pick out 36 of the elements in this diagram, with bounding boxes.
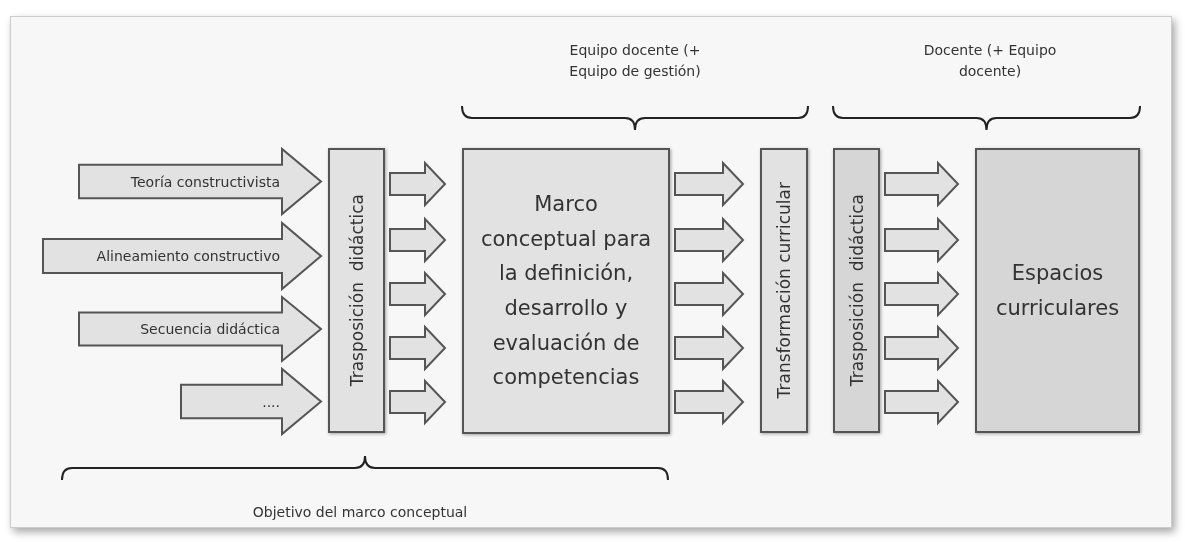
node-text: Transformación curricular (774, 182, 794, 399)
block-arrow-connector (389, 324, 447, 372)
block-arrow-connector (674, 216, 745, 264)
vertical-box (833, 148, 880, 433)
process-box (975, 148, 1140, 433)
process-box (462, 148, 670, 434)
vertical-box (328, 148, 385, 433)
group-label: Objetivo del marco conceptual (251, 503, 469, 522)
group-label: Docente (+ Equipo docente) (922, 41, 1058, 81)
vertical-box (760, 148, 808, 433)
group-label: Equipo docente (+ Equipo de gestión) (568, 41, 702, 81)
node-text: Trasposición didáctica (846, 194, 867, 387)
block-arrow-connector (884, 270, 960, 318)
block-arrow-connector (389, 216, 447, 264)
input-concept-box (180, 368, 322, 435)
block-arrow-connector (884, 378, 960, 426)
block-arrow-connector (884, 324, 960, 372)
block-arrow-connector (674, 270, 745, 318)
block-arrow-connector (674, 160, 745, 208)
block-arrow-connector (389, 378, 447, 426)
node-text: Trasposición didáctica (346, 194, 367, 387)
node-text: Teoría constructivista (130, 173, 280, 190)
block-arrow-connector (674, 324, 745, 372)
input-concept-box (78, 148, 322, 215)
input-concept-box (78, 296, 322, 362)
block-arrow-connector (389, 270, 447, 318)
node-text: Marco conceptual para la definición, desarrollo y evaluación de competencias (479, 191, 653, 392)
block-arrow-connector (674, 378, 745, 426)
node-text: .... (262, 393, 280, 410)
node-text: Secuencia didáctica (140, 321, 280, 337)
block-arrow-connector (884, 216, 960, 264)
node-text: Alineamiento constructivo (96, 248, 280, 264)
input-concept-box (42, 222, 322, 290)
block-arrow-connector (389, 160, 447, 208)
node-text: Espacios curriculares (994, 259, 1121, 322)
block-arrow-connector (884, 160, 960, 208)
